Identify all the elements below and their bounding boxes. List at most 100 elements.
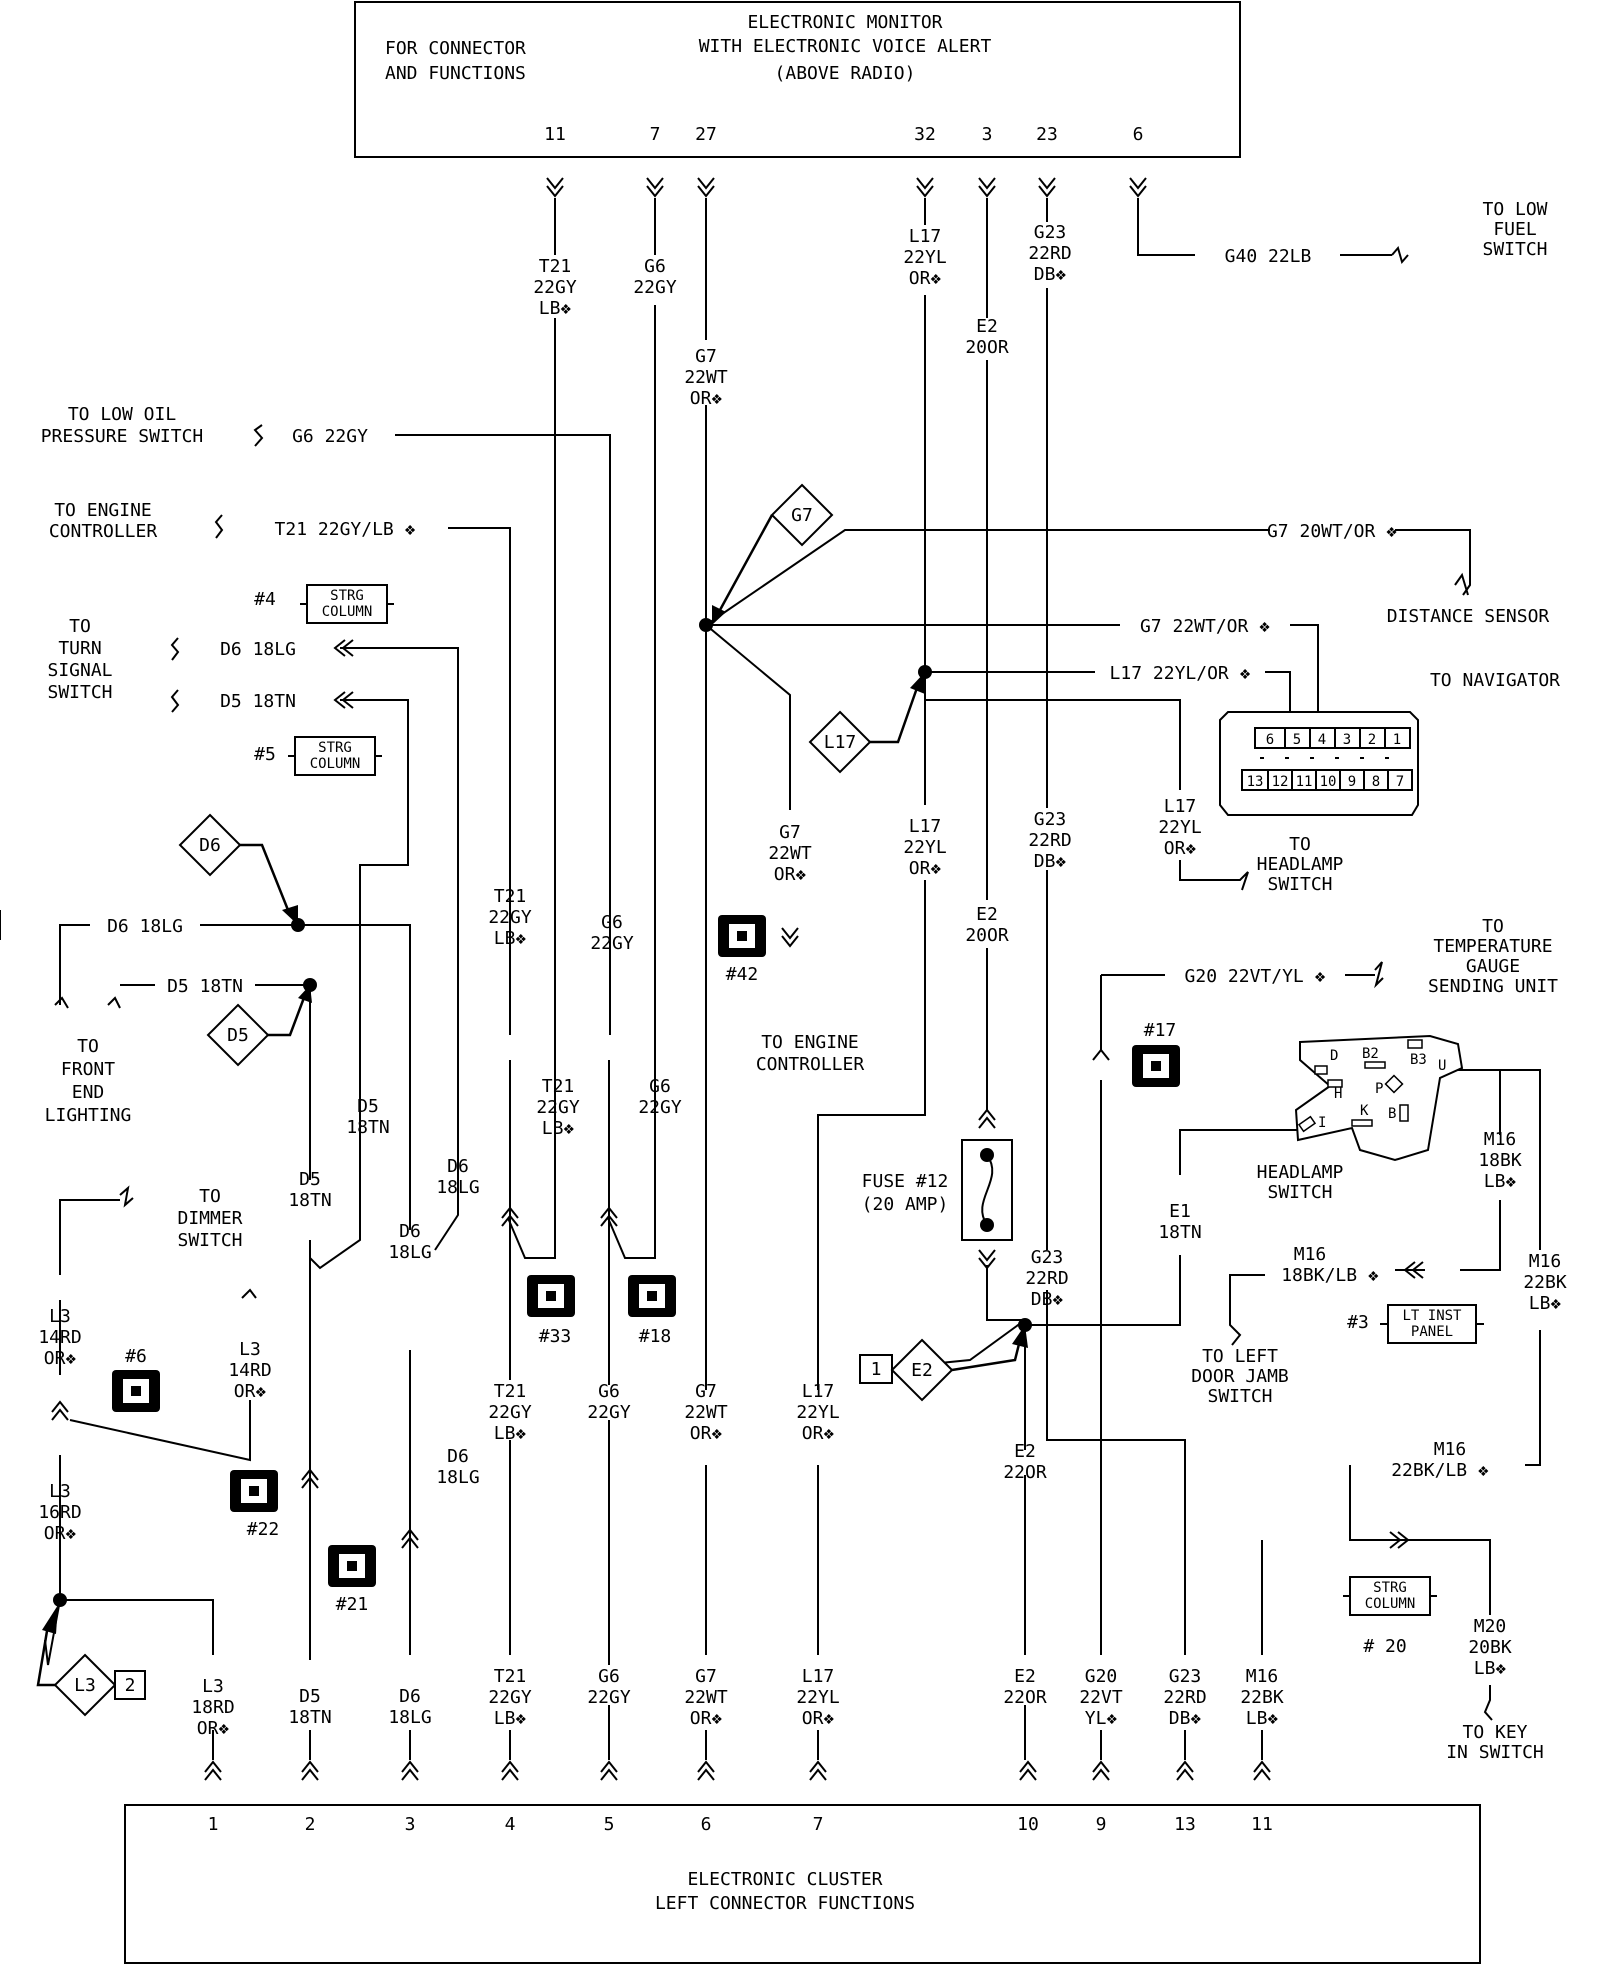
wire-label: D6 18LG	[107, 916, 183, 937]
wire-label: G6	[598, 1666, 620, 1687]
wire-label: OR❖	[802, 1423, 835, 1444]
wire-label: 22RD	[1163, 1687, 1206, 1708]
wire-label: OR❖	[909, 858, 942, 879]
svg-text:B2: B2	[1362, 1046, 1379, 1062]
dest-door-jamb: SWITCH	[1207, 1386, 1272, 1407]
wire-label: G6	[644, 256, 666, 277]
cluster-pin: 5	[604, 1814, 615, 1835]
wire-label: G7	[779, 822, 801, 843]
wire-label: L17 22YL/OR ❖	[1110, 663, 1251, 684]
monitor-note-1: FOR CONNECTOR	[385, 38, 526, 59]
diamond-d5: D5	[206, 985, 312, 1067]
wire-label: M16	[1434, 1439, 1467, 1460]
wire-label: D6 18LG	[220, 639, 296, 660]
splice-connectors: #42 #17 #33 #18 #6	[112, 915, 1180, 1615]
dest-engine-ctrl-2: CONTROLLER	[756, 1054, 865, 1075]
dest-front-end: FRONT	[61, 1059, 115, 1080]
dest-distance-sensor: DISTANCE SENSOR	[1387, 606, 1550, 627]
dest-low-fuel: SWITCH	[1482, 239, 1547, 260]
wire-label: L17	[1164, 796, 1197, 817]
wire-label: OR❖	[1164, 838, 1197, 859]
wire-label: 22BK	[1240, 1687, 1284, 1708]
svg-text:2: 2	[1368, 732, 1376, 748]
wire-label: L3	[202, 1676, 224, 1697]
wire-label: 22VT	[1079, 1687, 1123, 1708]
wire-label: LB❖	[1484, 1171, 1517, 1192]
bottom-connector-chevrons	[204, 1760, 1271, 1781]
wire-label: 22WT	[684, 1402, 728, 1423]
wire-paths	[0, 198, 1541, 1760]
svg-text:9: 9	[1348, 774, 1356, 790]
wire-label: 22RD	[1025, 1268, 1068, 1289]
diamond-e2: 1 E2	[859, 1325, 1028, 1402]
wire-label: D6	[447, 1446, 469, 1467]
wire-label: 22GY	[633, 277, 677, 298]
wire-label: L3	[49, 1306, 71, 1327]
wire-label: YL❖	[1085, 1708, 1118, 1729]
wire-label: 18RD	[191, 1697, 234, 1718]
dest-dimmer: DIMMER	[177, 1208, 242, 1229]
wire-label: G6	[598, 1381, 620, 1402]
wire-label: 18TN	[346, 1117, 389, 1138]
monitor-pin: 23	[1036, 124, 1058, 145]
strg-column-5: #5 STRG COLUMN	[254, 736, 382, 776]
wire-label: 22BK	[1523, 1272, 1567, 1293]
monitor-pin: 7	[650, 124, 661, 145]
svg-text:L3: L3	[74, 1675, 96, 1696]
splice-22-icon: #22	[230, 1470, 279, 1540]
wire-label: 20OR	[965, 925, 1009, 946]
diamond-l17: L17	[808, 672, 925, 774]
wire-label: L17	[802, 1666, 835, 1687]
wire-label: E1	[1169, 1201, 1191, 1222]
dest-headlamp: SWITCH	[1267, 874, 1332, 895]
monitor-pin: 11	[544, 124, 566, 145]
svg-text:13: 13	[1247, 774, 1264, 790]
wire-label: 18TN	[288, 1707, 331, 1728]
wire-label: E2	[976, 316, 998, 337]
headlamp-switch-connector: D B2 B3 U H P K B I	[1294, 1034, 1464, 1162]
wire-label: T21	[539, 256, 572, 277]
wire-label: 18LG	[388, 1707, 431, 1728]
wire-label: T21	[494, 886, 527, 907]
wire-label: 22GY	[488, 907, 532, 928]
svg-text:3: 3	[1343, 732, 1351, 748]
wire-label: 18BK/LB ❖	[1281, 1265, 1379, 1286]
navigator-connector: 6 5 4 3 2 1 13 12 11 10 9 8 7	[1219, 711, 1419, 816]
wire-label: OR❖	[44, 1523, 77, 1544]
cluster-pin: 3	[405, 1814, 416, 1835]
wire-label: D5	[357, 1096, 379, 1117]
svg-text:COLUMN: COLUMN	[1365, 1596, 1416, 1612]
wire-label: G6	[649, 1076, 671, 1097]
wire-label: M16	[1529, 1251, 1562, 1272]
monitor-pin: 32	[914, 124, 936, 145]
svg-text:E2: E2	[911, 1360, 933, 1381]
wire-label: D6	[447, 1156, 469, 1177]
dest-low-oil: PRESSURE SWITCH	[41, 426, 204, 447]
wire-label: T21	[494, 1381, 527, 1402]
wire-label: G40 22LB	[1225, 246, 1312, 267]
monitor-pin: 27	[695, 124, 717, 145]
splice-21-icon: #21	[328, 1545, 376, 1615]
cluster-pin: 10	[1017, 1814, 1039, 1835]
wire-label: G20	[1085, 1666, 1118, 1687]
splice-label: #42	[726, 964, 759, 985]
wire-label: 14RD	[38, 1327, 81, 1348]
diamond-g7: G7	[712, 483, 834, 625]
wire-label: 18LG	[436, 1467, 479, 1488]
svg-text:COLUMN: COLUMN	[322, 604, 373, 620]
top-connector-chevrons	[546, 177, 1147, 198]
wire-label: L17	[909, 226, 942, 247]
fuse-12	[961, 1108, 1013, 1270]
svg-text:H: H	[1334, 1086, 1342, 1102]
svg-text:6: 6	[1266, 732, 1274, 748]
splice-label: #17	[1144, 1020, 1177, 1041]
svg-text:STRG: STRG	[330, 588, 364, 604]
wire-label: 22OR	[1003, 1462, 1047, 1483]
wire-label: D6	[399, 1221, 421, 1242]
fuse-label: (20 AMP)	[862, 1194, 949, 1215]
wire-label: M16	[1246, 1666, 1279, 1687]
splice-33-icon: #33	[527, 1275, 575, 1347]
wire-label: LB❖	[494, 1708, 527, 1729]
wire-label: 22YL	[796, 1402, 840, 1423]
cluster-pin: 6	[701, 1814, 712, 1835]
